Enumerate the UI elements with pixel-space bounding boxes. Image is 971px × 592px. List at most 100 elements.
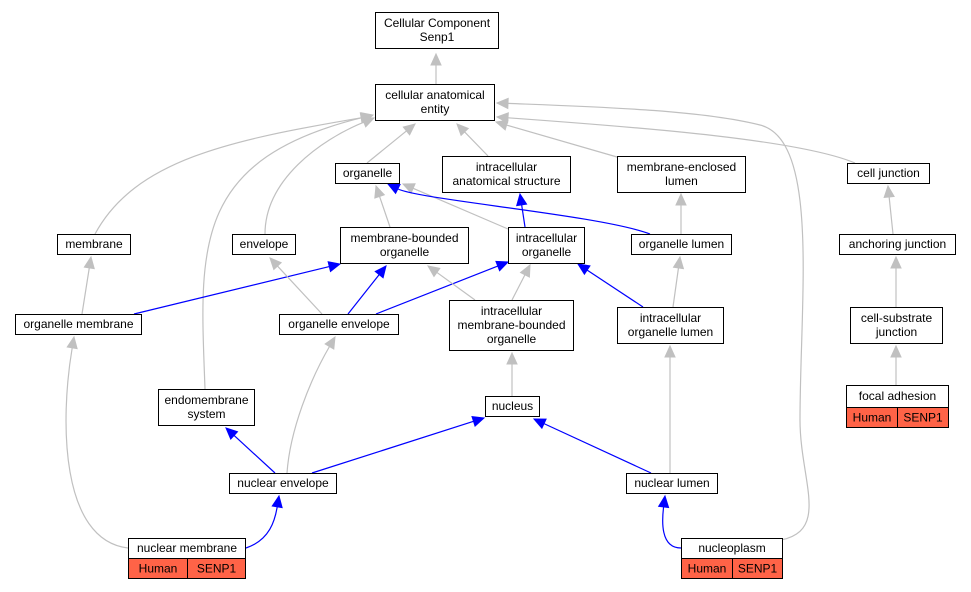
edge-nl-to-iol	[664, 344, 676, 473]
node-imbo-label-line-2: organelle	[487, 332, 537, 346]
edge-np-to-nl-line	[662, 506, 682, 549]
edge-iol-to-io-line	[586, 269, 644, 308]
edge-ne-to-nucleus	[311, 416, 486, 474]
node-np[interactable]: nucleoplasm	[681, 538, 783, 559]
node-cae-label-line-1: entity	[421, 102, 450, 116]
node-iol-box	[617, 307, 724, 344]
edge-io-to-ias	[516, 192, 528, 228]
edge-io-to-ias-arrowhead	[516, 192, 528, 207]
node-mel-box	[617, 156, 746, 193]
edge-oe-to-envelope-line	[277, 265, 323, 315]
node-envelope-label-line-0: envelope	[240, 237, 289, 251]
annotation-gene: SENP1	[903, 411, 943, 425]
edge-np-to-cae-arrowhead	[495, 97, 509, 110]
edge-imbo-to-io-line	[511, 274, 526, 301]
edge-ias-to-cae-arrowhead	[456, 123, 470, 137]
node-nm-label-line-0: nuclear membrane	[137, 541, 237, 555]
node-es-box	[158, 389, 255, 426]
node-envelope[interactable]: envelope	[232, 234, 296, 255]
edge-mel-to-cae-line	[506, 124, 618, 158]
edge-nl-to-iol-arrowhead	[664, 344, 676, 358]
node-ne[interactable]: nuclear envelope	[229, 473, 337, 494]
node-mbo-box	[340, 227, 469, 264]
edge-oe-to-io	[375, 260, 510, 315]
edge-csj-to-aj	[890, 255, 902, 307]
edge-oe-to-mbo	[347, 265, 387, 315]
edge-fa-to-csj-arrowhead	[890, 344, 902, 358]
node-nucleus[interactable]: nucleus	[485, 396, 540, 417]
edge-ne-to-es-line	[233, 434, 276, 474]
edge-np-to-nl	[657, 494, 682, 549]
edge-nm-to-om-line	[65, 347, 129, 549]
edge-np-to-cae	[495, 97, 810, 541]
edge-imbo-to-mbo-line	[436, 271, 476, 301]
node-om[interactable]: organelle membrane	[15, 314, 142, 335]
node-membrane[interactable]: membrane	[57, 234, 131, 255]
edge-io-to-organelle	[401, 183, 509, 230]
node-om-box	[15, 314, 142, 335]
node-mbo-label-line-0: membrane-bounded	[350, 231, 458, 245]
edge-celljunction-to-cae-line	[507, 117, 856, 164]
edge-ne-to-nucleus-arrowhead	[471, 416, 486, 428]
edge-oe-to-mbo-arrowhead	[374, 265, 387, 279]
edge-imbo-to-io	[511, 263, 531, 301]
node-io-label-line-0: intracellular	[516, 231, 577, 245]
edge-ne-to-oe	[286, 335, 336, 474]
node-root-label-line-1: Senp1	[420, 30, 455, 44]
edge-cae-to-root-arrowhead	[430, 52, 442, 66]
edge-ias-to-cae-line	[464, 131, 489, 157]
edge-io-to-organelle-line	[412, 187, 509, 230]
node-csj-label-line-1: junction	[875, 325, 917, 339]
edge-oe-to-mbo-line	[347, 274, 380, 315]
node-oe[interactable]: organelle envelope	[279, 314, 399, 335]
edge-mel-to-cae	[494, 119, 618, 158]
node-organelle[interactable]: organelle	[335, 163, 400, 184]
node-fa[interactable]: focal adhesion	[846, 385, 949, 408]
node-nm[interactable]: nuclear membrane	[128, 538, 246, 559]
node-aj[interactable]: anchoring junction	[839, 234, 956, 255]
node-mel-label-line-1: lumen	[665, 174, 698, 188]
node-celljunction[interactable]: cell junction	[847, 163, 930, 184]
edge-ne-to-es	[225, 427, 276, 474]
node-io-label-line-1: organelle	[522, 245, 572, 259]
edge-ne-to-oe-arrowhead	[324, 335, 336, 350]
node-nl[interactable]: nuclear lumen	[626, 473, 718, 494]
node-ol[interactable]: organelle lumen	[631, 234, 732, 255]
edge-aj-to-celljunction-arrowhead	[883, 184, 895, 199]
node-ne-box	[229, 473, 337, 494]
node-imbo-label-line-0: intracellular	[481, 304, 542, 318]
node-io-box	[508, 227, 585, 264]
edge-nm-to-ne	[245, 494, 283, 549]
node-iol-label-line-0: intracellular	[640, 311, 701, 325]
edge-om-to-membrane-arrowhead	[83, 255, 95, 270]
node-oe-box	[279, 314, 399, 335]
edge-es-to-cae-line	[202, 117, 363, 390]
annotation-gene: SENP1	[197, 562, 237, 576]
node-root-box	[375, 12, 499, 49]
edges-layer	[65, 52, 902, 549]
edge-es-to-cae	[202, 112, 375, 390]
node-imbo-box	[449, 300, 574, 351]
node-nl-box	[626, 473, 718, 494]
edge-imbo-to-mbo	[427, 265, 476, 301]
node-ol-box	[631, 234, 732, 255]
node-np-label-line-0: nucleoplasm	[698, 541, 765, 555]
node-ias-label-line-1: anatomical structure	[452, 174, 560, 188]
edge-aj-to-celljunction-line	[888, 196, 894, 235]
node-es-label-line-0: endomembrane	[164, 393, 248, 407]
node-mel-label-line-0: membrane-enclosed	[627, 160, 736, 174]
edge-aj-to-celljunction	[883, 184, 895, 235]
edge-fa-to-csj	[890, 344, 902, 385]
